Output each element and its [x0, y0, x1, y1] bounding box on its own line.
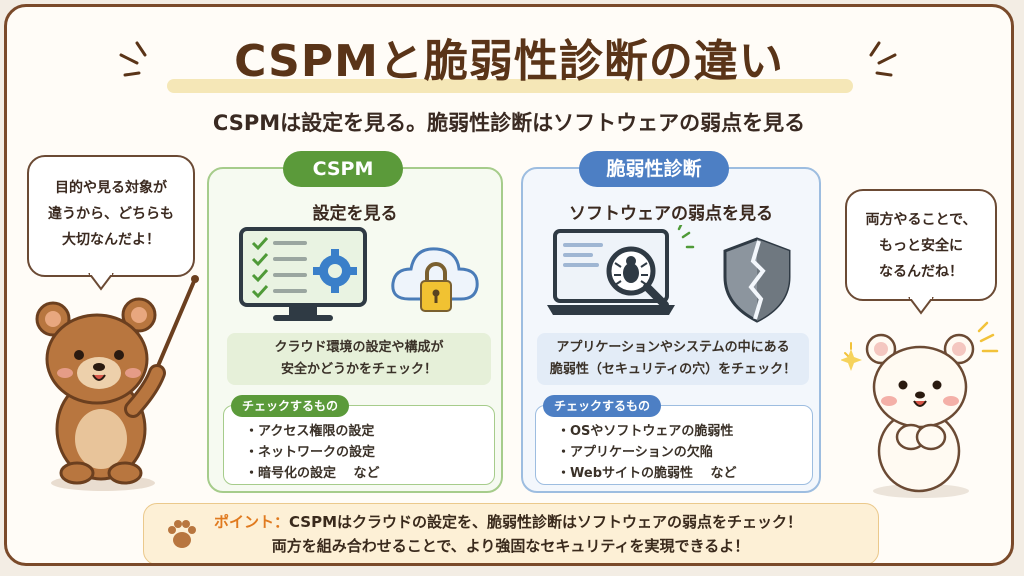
- point-text-1: CSPMはクラウドの設定を、脆弱性診断はソフトウェアの弱点をチェック！: [289, 513, 803, 531]
- cspm-description-line: 安全かどうかをチェック！: [280, 362, 437, 377]
- speech-bubble-left: 目的や見る対象が 違うから、どちらも 大切なんだよ！: [27, 155, 195, 277]
- title-sparkle-right-icon: [869, 41, 897, 77]
- bubble-tail-right: [908, 297, 934, 315]
- bubble-tail-left: [88, 273, 114, 291]
- brown-bear-icon: [35, 275, 199, 491]
- point-label: ポイント：: [214, 513, 290, 531]
- cspm-description: クラウド環境の設定や構成が 安全かどうかをチェック！: [227, 333, 491, 385]
- cspm-label-pill: CSPM: [283, 151, 403, 187]
- infographic-frame: CSPMと脆弱性診断の違い CSPMは設定を見る。脆弱性診断はソフトウェアの弱点…: [4, 4, 1014, 566]
- cspm-description-line: クラウド環境の設定や構成が: [274, 340, 444, 355]
- cspm-heading: 設定を見る: [312, 204, 398, 224]
- laptop-bug-scan-icon: [547, 225, 695, 315]
- speech-bubble-right: 両方やることで、 もっと安全に なるんだね！: [845, 189, 997, 301]
- list-item: ・ネットワークの設定: [245, 445, 376, 460]
- point-text-2: 両方を組み合わせることで、より強固なセキュリティを実現できるよ！: [271, 537, 750, 555]
- bubble-line: 目的や見る対象が: [55, 180, 167, 196]
- vuln-heading: ソフトウェアの弱点を見る: [569, 204, 773, 224]
- cloud-lock-icon: [391, 247, 479, 312]
- vuln-check-list: ・OSやソフトウェアの脆弱性 ・アプリケーションの欠陥 ・Webサイトの脆弱性 …: [557, 421, 737, 484]
- bubble-line: 大切なんだよ！: [62, 232, 160, 248]
- vuln-check-title: チェックするもの（例）: [543, 395, 661, 435]
- cspm-check-box: [223, 405, 495, 485]
- point-line-1: ポイント：CSPMはクラウドの設定を、脆弱性診断はソフトウェアの弱点をチェック！: [214, 510, 802, 534]
- bubble-line: なるんだね！: [879, 264, 963, 280]
- bubble-line: 違うから、どちらも: [48, 206, 174, 222]
- bubble-line: 両方やることで、: [865, 212, 977, 228]
- title-sparkle-left-icon: [119, 41, 147, 77]
- list-item: ・アプリケーションの欠陥: [557, 445, 713, 460]
- vuln-description: アプリケーションやシステムの中にある 脆弱性（セキュリティの穴）をチェック！: [537, 333, 809, 385]
- bubble-line: もっと安全に: [879, 238, 963, 254]
- point-box: ポイント：CSPMはクラウドの設定を、脆弱性診断はソフトウェアの弱点をチェック！…: [143, 503, 879, 563]
- vuln-description-line: アプリケーションやシステムの中にある: [556, 340, 790, 355]
- vuln-label-pill: 脆弱性診断: [579, 151, 729, 187]
- list-item: ・Webサイトの脆弱性 など: [557, 466, 737, 481]
- cracked-shield-icon: [723, 237, 791, 323]
- vuln-description-line: 脆弱性（セキュリティの穴）をチェック！: [549, 362, 797, 377]
- page-title: CSPMと脆弱性診断の違い: [234, 36, 784, 87]
- white-bear-icon: [841, 321, 999, 498]
- vuln-check-box: [535, 405, 813, 485]
- monitor-settings-icon: [239, 227, 367, 321]
- cspm-check-list: ・アクセス権限の設定 ・ネットワークの設定 ・暗号化の設定 など: [245, 421, 380, 484]
- paw-icon: [168, 520, 196, 548]
- list-item: ・OSやソフトウェアの脆弱性: [557, 424, 734, 439]
- cspm-check-title: チェックするもの（例）: [231, 395, 349, 435]
- title-highlight: [167, 79, 853, 93]
- list-item: ・アクセス権限の設定: [245, 424, 375, 439]
- subtitle: CSPMは設定を見る。脆弱性診断はソフトウェアの弱点を見る: [212, 111, 806, 135]
- list-item: ・暗号化の設定 など: [245, 466, 380, 481]
